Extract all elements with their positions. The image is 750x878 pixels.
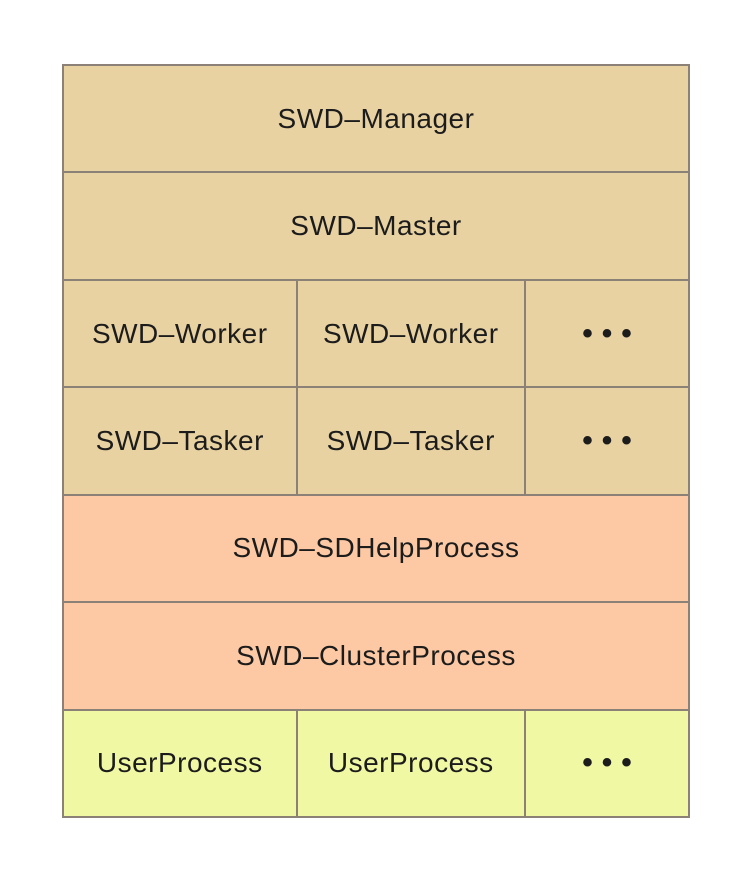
ellipsis-taskers: ••• [526, 388, 688, 494]
row-userprocesses: UserProcess UserProcess ••• [64, 710, 688, 816]
row-swd-master: SWD–Master [64, 173, 688, 279]
box-swd-manager: SWD–Manager [64, 66, 688, 172]
row-swd-sdhelpprocess: SWD–SDHelpProcess [64, 495, 688, 602]
box-swd-worker-2: SWD–Worker [297, 280, 525, 387]
ellipsis-userprocesses: ••• [526, 710, 688, 816]
box-swd-master: SWD–Master [64, 173, 688, 279]
box-userprocess-1: UserProcess [64, 710, 296, 816]
box-swd-sdhelpprocess: SWD–SDHelpProcess [64, 495, 688, 602]
row-swd-manager: SWD–Manager [64, 66, 688, 172]
row-swd-workers: SWD–Worker SWD–Worker ••• [64, 280, 688, 387]
box-swd-tasker-1: SWD–Tasker [64, 388, 296, 494]
row-swd-clusterprocess: SWD–ClusterProcess [64, 603, 688, 709]
box-swd-clusterprocess: SWD–ClusterProcess [64, 603, 688, 709]
box-userprocess-2: UserProcess [297, 710, 525, 816]
row-swd-taskers: SWD–Tasker SWD–Tasker ••• [64, 388, 688, 494]
box-swd-tasker-2: SWD–Tasker [297, 388, 525, 494]
process-stack-diagram: SWD–Manager SWD–Master SWD–Worker SWD–Wo… [62, 64, 690, 818]
box-swd-worker-1: SWD–Worker [64, 280, 296, 387]
ellipsis-workers: ••• [526, 280, 688, 387]
